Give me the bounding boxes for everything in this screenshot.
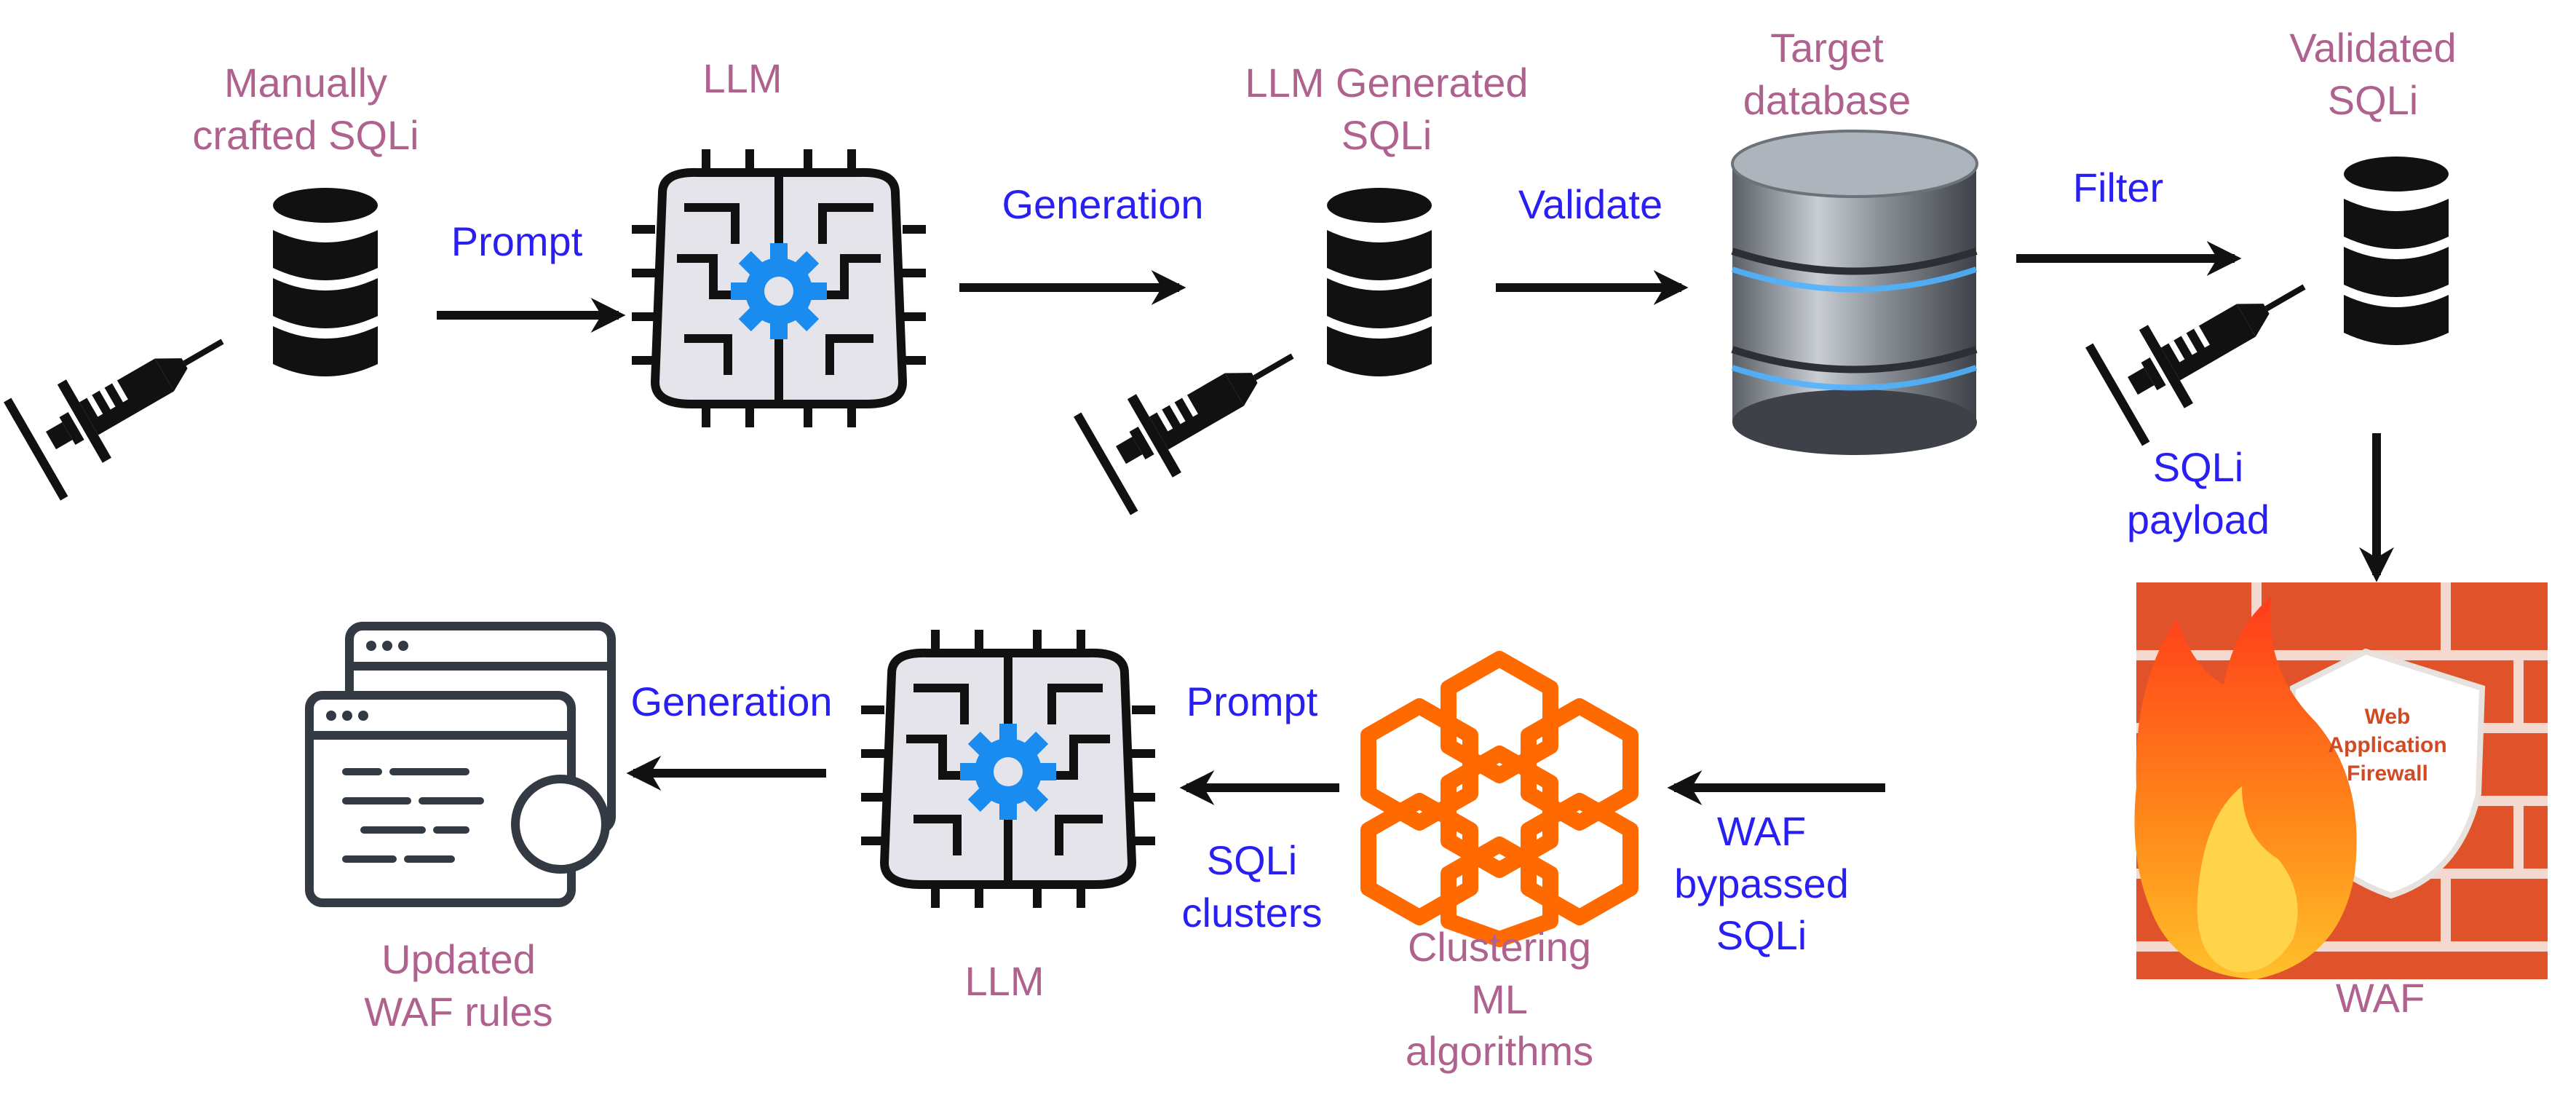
edge-label-waf-bypassed: WAF bypassed SQLi — [1674, 808, 1849, 959]
edge-label-generation-top: Generation — [1002, 181, 1204, 227]
edge-label-validate: Validate — [1518, 181, 1663, 227]
node-label-clustering: Clustering ML algorithms — [1405, 924, 1594, 1075]
hexagon-cluster-icon — [1360, 651, 1638, 947]
node-label-updated-rules: Updated WAF rules — [364, 936, 553, 1035]
edge-label-filter: Filter — [2072, 165, 2164, 210]
browser-window-dots — [326, 641, 408, 721]
node-label-llm-generated: LLM Generated SQLi — [1245, 60, 1529, 158]
target-database-icon — [1731, 130, 1978, 455]
browser-windows-icon — [305, 622, 616, 907]
edge-label-sqli-clusters: SQLi clusters — [1181, 837, 1323, 936]
edge-label-sqli-payload: SQLi payload — [2126, 444, 2270, 542]
firewall-icon — [2134, 582, 2548, 979]
node-label-waf: WAF — [2335, 975, 2425, 1021]
edge-label-prompt-top: Prompt — [451, 218, 583, 264]
node-label-llm-bottom: LLM — [964, 958, 1045, 1004]
manual-sqli-db-icon — [4, 188, 378, 501]
node-label-manual-sqli: Manually crafted SQLi — [192, 60, 419, 158]
llm-brain-top-icon — [632, 149, 926, 427]
node-label-target-db: Target database — [1743, 25, 1911, 123]
llm-brain-bottom-icon — [861, 630, 1155, 908]
llm-generated-db-icon — [1074, 188, 1432, 515]
waf-shield-text: Web Application Firewall — [2328, 705, 2447, 786]
edge-label-prompt-bottom: Prompt — [1186, 679, 1318, 724]
edge-label-generation-bottom: Generation — [630, 679, 833, 724]
node-label-llm-top: LLM — [702, 55, 782, 101]
node-label-validated: Validated SQLi — [2289, 25, 2457, 123]
